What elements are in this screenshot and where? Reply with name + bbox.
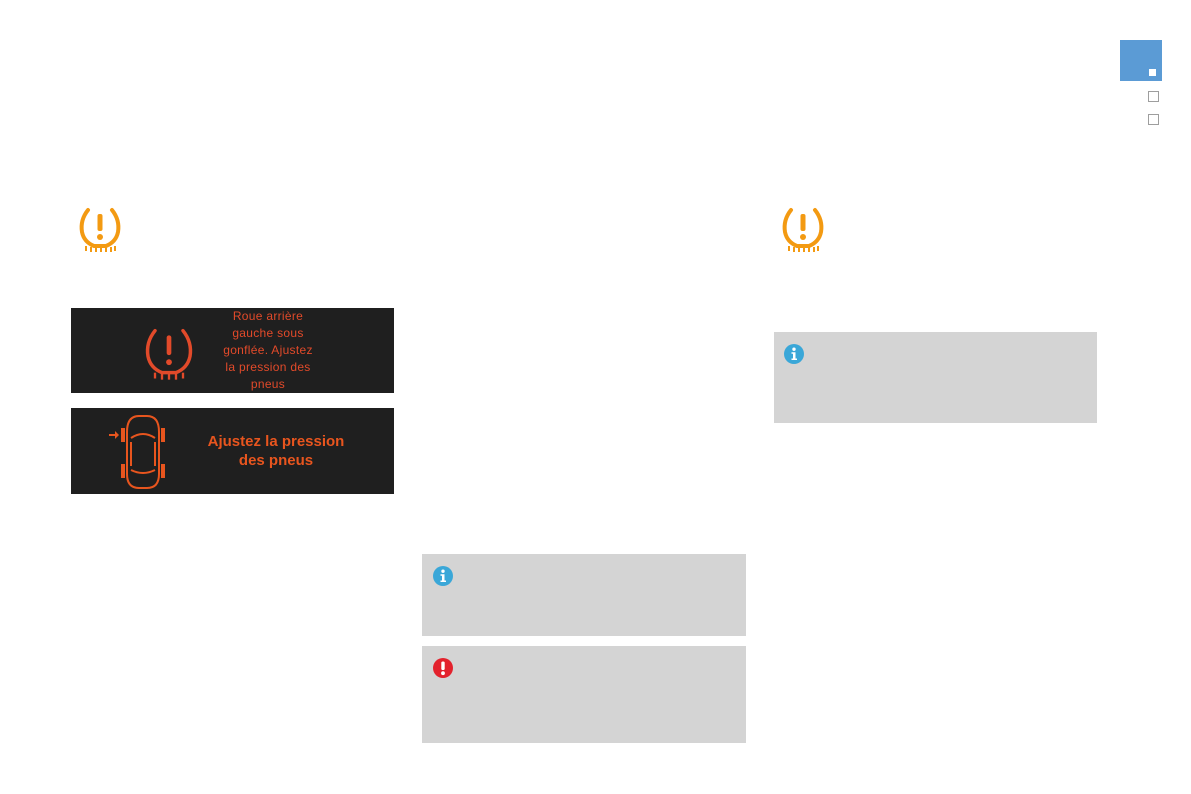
car-top-view-icon [109, 415, 165, 489]
screen-message: Roue arrière gauche sous gonflée. Ajuste… [223, 309, 313, 391]
warning-note [422, 646, 746, 743]
page-marker-3[interactable] [1148, 114, 1159, 125]
tyre-pressure-warning-icon [79, 208, 121, 252]
tyre-pressure-warning-icon [145, 328, 193, 380]
page-marker-current[interactable] [1120, 40, 1162, 81]
info-note [774, 332, 1097, 423]
page-marker-dot [1149, 69, 1156, 76]
tyre-pressure-warning-icon [782, 208, 824, 252]
exclamation-icon [433, 658, 453, 678]
info-icon [784, 344, 804, 364]
dashboard-screen-adjust-pressure: Ajustez la pression des pneus [71, 408, 394, 494]
page-marker-2[interactable] [1148, 91, 1159, 102]
info-icon [433, 566, 453, 586]
info-note [422, 554, 746, 636]
screen-message: Ajustez la pression des pneus [207, 433, 345, 469]
dashboard-screen-tyre-alert: Roue arrière gauche sous gonflée. Ajuste… [71, 308, 394, 393]
